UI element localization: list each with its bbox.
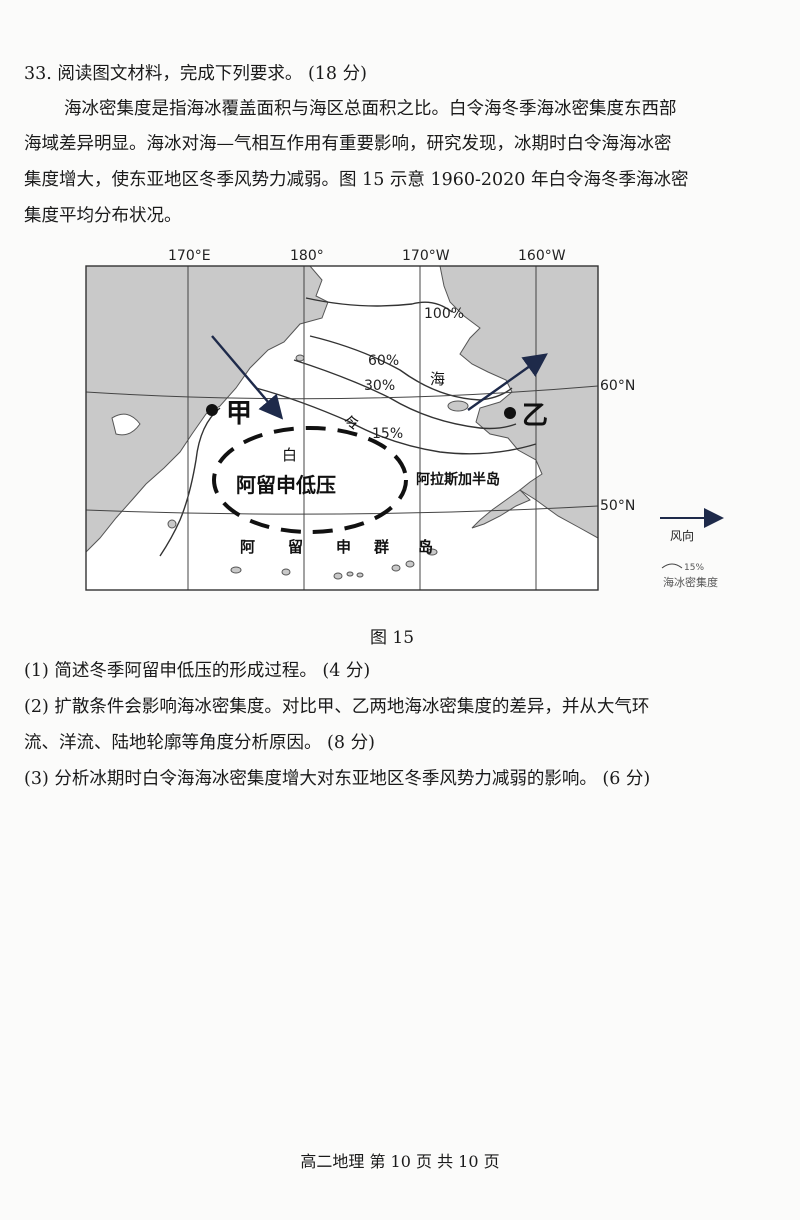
- isoline-label-100: 100%: [424, 306, 464, 322]
- isoline-15: [255, 387, 537, 455]
- label-aleutian-low: 阿留申低压: [236, 473, 336, 497]
- isoline-30: [293, 359, 517, 430]
- label-island-char: 群: [374, 538, 389, 556]
- sea-char: 令: [344, 414, 359, 432]
- isoline-100: [305, 297, 453, 313]
- legend-isoline-value: 15%: [684, 563, 704, 573]
- label-island-char: 阿: [240, 538, 255, 556]
- isoline-label-60: 60%: [368, 353, 399, 369]
- label-island-char: 申: [336, 538, 351, 556]
- aleutian-islands: [167, 519, 438, 580]
- label-alaska-peninsula: 阿拉斯加半岛: [416, 471, 500, 488]
- question-header: 33. 阅读图文材料，完成下列要求。 (18 分): [24, 64, 367, 84]
- alaska-landmass: [439, 266, 598, 539]
- label-jia: 甲: [226, 399, 252, 429]
- legend-wind-label: 风向: [670, 528, 694, 543]
- figure-caption: 图 15: [370, 628, 415, 648]
- page-footer: 高二地理 第 10 页 共 10 页: [300, 1152, 500, 1171]
- sub-question-1: (1) 简述冬季阿留申低压的形成过程。 (4 分): [24, 661, 371, 681]
- paragraph-line-4: 集度平均分布状况。: [24, 206, 182, 226]
- aleutian-low-ellipse: [212, 426, 408, 534]
- legend-isoline-label: 海冰密集度: [663, 575, 718, 589]
- longitude-label: 180°: [290, 248, 324, 264]
- label-yi: 乙: [522, 401, 548, 431]
- latitude-label: 60°N: [600, 378, 635, 394]
- wind-arrow-east: [467, 353, 548, 411]
- sea-char: 白: [282, 446, 297, 464]
- figure-15-map: 170°E 180° 170°W 160°W 60°N 50°N 100% 60…: [60, 238, 740, 598]
- label-island-char: 岛: [418, 538, 433, 556]
- longitude-label: 160°W: [518, 248, 566, 264]
- map-legend: 风向 15% 海冰密集度: [660, 508, 724, 589]
- sub-question-3: (3) 分析冰期时白令海海冰密集度增大对东亚地区冬季风势力减弱的影响。 (6 分…: [24, 769, 651, 789]
- isoline-label-30: 30%: [364, 378, 395, 394]
- point-yi: [504, 407, 516, 419]
- map-frame: [85, 265, 599, 591]
- longitude-label: 170°W: [402, 248, 450, 264]
- paragraph-line-2: 海域差异明显。海冰对海—气相互作用有重要影响，研究发现，冰期时白令海海冰密: [24, 134, 672, 154]
- ice-isolines: [159, 297, 537, 557]
- sub-question-2: (2) 扩散条件会影响海冰密集度。对比甲、乙两地海冰密集度的差异，并从大气环: [24, 697, 650, 717]
- wind-arrow-west: [211, 335, 284, 420]
- sub-question-2-cont: 流、洋流、陆地轮廓等角度分析原因。 (8 分): [24, 733, 375, 753]
- label-island-char: 留: [288, 538, 303, 556]
- paragraph-line-1: 海冰密集度是指海冰覆盖面积与海区总面积之比。白令海冬季海冰密集度东西部: [64, 99, 677, 119]
- paragraph-line-3: 集度增大，使东亚地区冬季风势力减弱。图 15 示意 1960-2020 年白令海…: [24, 170, 689, 190]
- latitude-label: 50°N: [600, 498, 635, 514]
- isoline-label-15: 15%: [372, 426, 403, 442]
- sea-char: 海: [430, 370, 445, 388]
- isoline-60: [309, 335, 513, 401]
- longitude-label: 170°E: [168, 248, 211, 264]
- point-jia: [206, 404, 218, 416]
